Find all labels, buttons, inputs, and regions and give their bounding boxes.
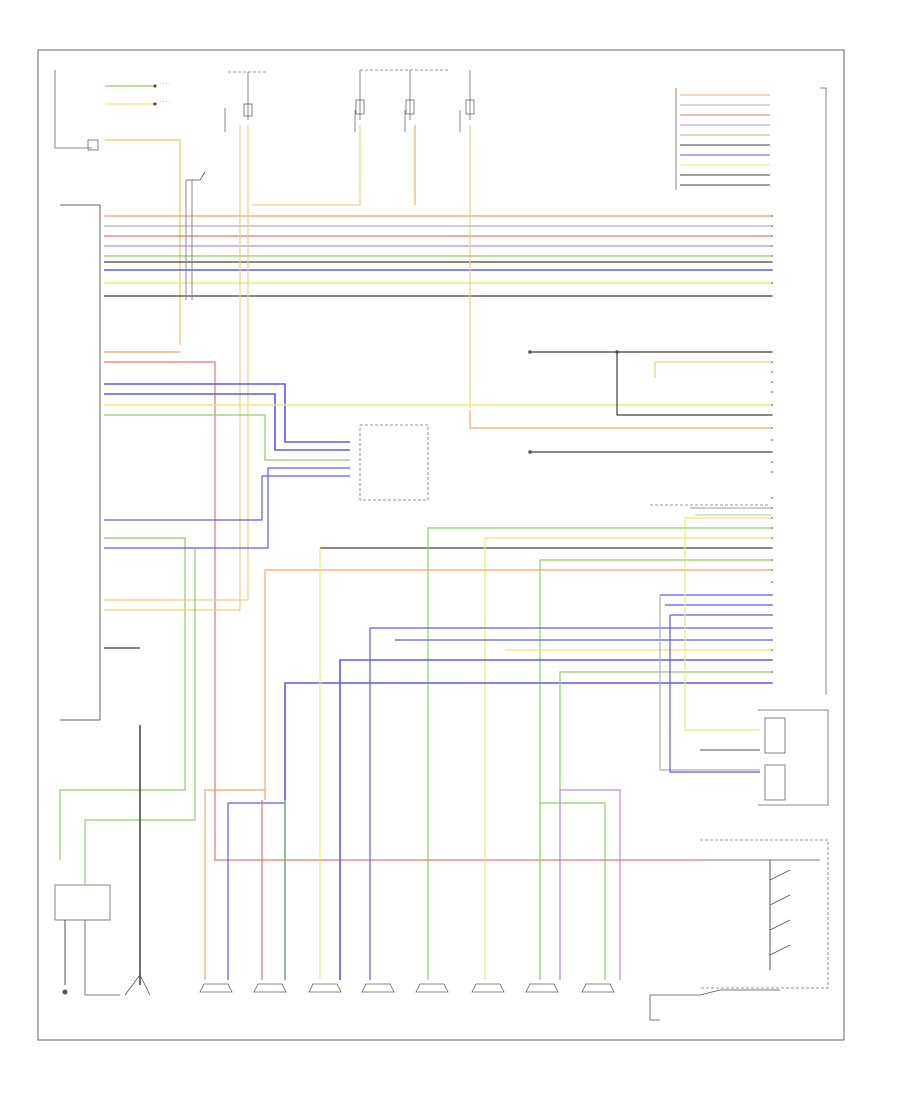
connector-pin: [771, 439, 773, 441]
connector-pin: [771, 282, 773, 284]
connector-pin: [771, 295, 773, 297]
connector-pin: [771, 594, 773, 596]
connector-pin: [771, 427, 773, 429]
connector-pin: [771, 471, 773, 473]
connector-pin: [771, 659, 773, 661]
right-connector-pins: [771, 215, 773, 684]
steering-control-switch: [650, 504, 829, 806]
main-harness-bus: [104, 215, 772, 297]
diagram-frame: [37, 49, 845, 1041]
svg-text:· · · ·: · · · ·: [160, 100, 170, 105]
connector-pin: [771, 517, 773, 519]
speaker-row: [199, 983, 615, 993]
connector-pin: [771, 497, 773, 499]
connector-pin: [771, 547, 773, 549]
connector-pin: [771, 627, 773, 629]
connector-pin: [771, 269, 773, 271]
connector-pin: [771, 404, 773, 406]
connector-pin: [771, 414, 773, 416]
connector-pin: [771, 371, 773, 373]
connector-pin: [771, 351, 773, 353]
connector-pin: [771, 614, 773, 616]
speaker-7: [525, 983, 559, 993]
speaker-2: [253, 983, 287, 993]
connector-pin: [771, 235, 773, 237]
connector-pin: [771, 381, 773, 383]
connector-pin: [771, 451, 773, 453]
speaker-5: [415, 983, 449, 993]
connector-pin: [771, 649, 773, 651]
connector-pin: [771, 225, 773, 227]
connector-pin: [771, 461, 773, 463]
speaker-3: [308, 983, 342, 993]
speaker-8: [581, 983, 615, 993]
fuse-feed-wires: [185, 125, 772, 610]
top-left-switch-block: · · · · · · · ·: [54, 70, 181, 345]
connector-pin: [771, 245, 773, 247]
connector-pin: [771, 581, 773, 583]
connector-pin: [771, 507, 773, 509]
connector-pin: [771, 215, 773, 217]
connector-pin: [771, 671, 773, 673]
power-antenna-module: [54, 548, 196, 996]
connector-pin: [771, 569, 773, 571]
speaker-6: [471, 983, 505, 993]
radio-signal-wires: [59, 351, 772, 861]
connector-pin: [771, 559, 773, 561]
connector-pin: [771, 604, 773, 606]
connector-pin: [771, 261, 773, 263]
fuse-panel-top: [224, 69, 475, 132]
speaker-4: [361, 983, 395, 993]
speaker-feed-wires: [204, 789, 621, 980]
connector-pin: [771, 361, 773, 363]
radio-unit-outline: [60, 204, 101, 721]
top-right-connector: [675, 87, 827, 695]
connector-pin: [771, 639, 773, 641]
right-amp-wiring: [264, 350, 772, 980]
connector-pin: [771, 255, 773, 257]
connector-pin: [771, 391, 773, 393]
connector-pin: [771, 527, 773, 529]
clock-spring-box: [649, 839, 829, 1021]
svg-text:· · · ·: · · · ·: [160, 82, 170, 87]
radio-amplifier-outline: [359, 424, 429, 501]
connector-pin: [771, 537, 773, 539]
speaker-1: [199, 983, 233, 993]
connector-pin: [771, 682, 773, 684]
